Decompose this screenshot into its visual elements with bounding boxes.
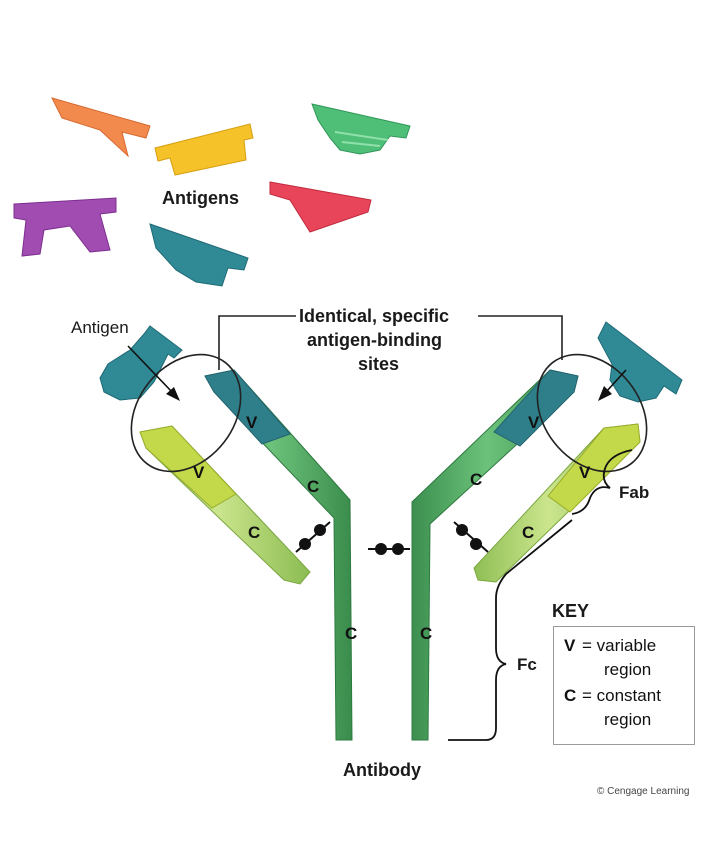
binding-site-outline-right (536, 353, 648, 473)
arrow-icon-left (127, 345, 180, 401)
binding-sites-label-line1: Identical, specific (299, 306, 450, 326)
antigen-label: Antigen (71, 318, 129, 337)
antigen-purple-shape (13, 197, 117, 257)
antigen-yellow-shape (154, 123, 254, 176)
heavy-chain-left (204, 369, 353, 741)
region-label-c-right-stem: C (420, 624, 433, 643)
light-chain-right (473, 423, 641, 583)
key-c-region-word: region (604, 710, 652, 729)
antigens-label: Antigens (162, 188, 240, 208)
disulfide-bond-center (368, 543, 410, 555)
antibody-label: Antibody (343, 760, 421, 780)
fc-label: Fc (517, 655, 537, 674)
antigen-orange-shape (51, 97, 151, 158)
key-c-symbol: C (564, 686, 577, 705)
key-box: V = variable region C = constant region (553, 626, 695, 745)
credit-label: © Cengage Learning (597, 786, 690, 797)
region-label-c-left-heavy: C (307, 477, 320, 496)
bound-antigen-left (99, 325, 183, 401)
region-label-c-right-light: C (522, 523, 535, 542)
fab-label: Fab (619, 483, 650, 502)
region-label-v-right-light: V (579, 463, 591, 482)
antigen-green-shape (311, 103, 411, 155)
key-c-definition: = constant (582, 686, 661, 705)
region-label-v-left-heavy: V (246, 413, 258, 432)
key-v-symbol: V (564, 636, 576, 655)
antigen-teal-shape (149, 223, 249, 287)
binding-sites-label-line3: sites (358, 354, 400, 374)
region-label-c-right-heavy: C (470, 470, 483, 489)
binding-site-outline-left (130, 353, 242, 473)
key-v-region-word: region (604, 660, 652, 679)
disulfide-bond-right (453, 521, 489, 553)
fab-bracket (571, 449, 633, 515)
bound-antigen-right (597, 321, 683, 403)
fc-bracket (448, 519, 573, 741)
binding-sites-label-line2: antigen-binding (307, 330, 442, 350)
region-label-v-left-light: V (193, 463, 205, 482)
binding-sites-leader (218, 315, 563, 370)
antigen-red-shape (269, 181, 372, 233)
key-v-definition: = variable (582, 636, 657, 655)
region-label-c-left-stem: C (345, 624, 358, 643)
disulfide-bond-left (295, 521, 331, 553)
region-label-c-left-light: C (248, 523, 261, 542)
heavy-chain-right (411, 369, 579, 741)
key-title: KEY (552, 601, 590, 621)
arrow-icon-right (598, 369, 627, 401)
light-chain-left (139, 425, 311, 585)
region-label-v-right-heavy: V (528, 413, 540, 432)
